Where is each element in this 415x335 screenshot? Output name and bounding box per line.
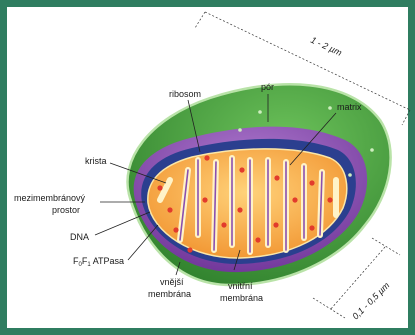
label-outer-line1: vnější: [160, 277, 184, 287]
label-crista: krista: [85, 156, 107, 166]
label-outer-line2: membrána: [148, 289, 191, 299]
label-ribosome: ribosom: [169, 89, 201, 99]
label-inner-line2: membrána: [220, 293, 263, 303]
label-inner-line1: vnitřní: [228, 281, 253, 291]
label-atpase: F0F1 ATPasa: [73, 256, 124, 268]
label-pore: pór: [261, 82, 274, 92]
dimension-width-label: 0,1 - 0,5 µm: [350, 280, 392, 322]
label-intermembrane-line1: mezimembránový: [14, 193, 86, 203]
dimension-length-label: 1 - 2 µm: [309, 35, 344, 58]
label-intermembrane-line2: prostor: [52, 205, 80, 215]
label-dna: DNA: [70, 232, 89, 242]
label-matrix: matrix: [337, 102, 362, 112]
